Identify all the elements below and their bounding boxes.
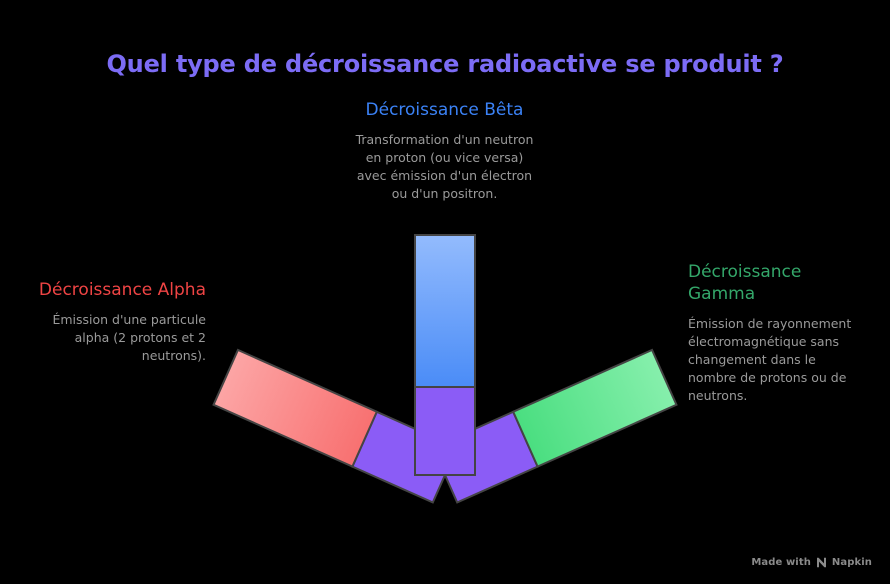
watermark-prefix: Made with [751, 557, 811, 568]
label-body-beta: Transformation d'un neutron en proton (o… [355, 131, 534, 202]
label-block-alpha: Décroissance Alpha Émission d'une partic… [22, 280, 206, 365]
label-block-beta: Décroissance Bêta Transformation d'un ne… [332, 100, 557, 203]
watermark-brand: Napkin [831, 557, 872, 568]
label-body-alpha: Émission d'une particule alpha (2 proton… [52, 311, 206, 363]
decay-bar-beta[interactable] [414, 234, 476, 476]
page-title: Quel type de décroissance radioactive se… [106, 50, 784, 78]
napkin-logo-icon [816, 557, 827, 568]
label-body-gamma: Émission de rayonnement électromagnétiqu… [688, 315, 852, 404]
label-heading-alpha: Décroissance Alpha [38, 280, 206, 300]
decay-bar-alpha-head [212, 348, 379, 468]
decay-bar-gamma-head [511, 348, 678, 468]
decay-bar-beta-stem [414, 386, 476, 476]
label-heading-gamma: Décroissance Gamma [688, 262, 802, 304]
napkin-watermark[interactable]: Made with Napkin [751, 557, 872, 568]
decay-bar-beta-head [414, 234, 476, 388]
label-heading-beta: Décroissance Bêta [365, 100, 524, 120]
label-block-gamma: Décroissance Gamma Émission de rayonneme… [688, 262, 868, 405]
